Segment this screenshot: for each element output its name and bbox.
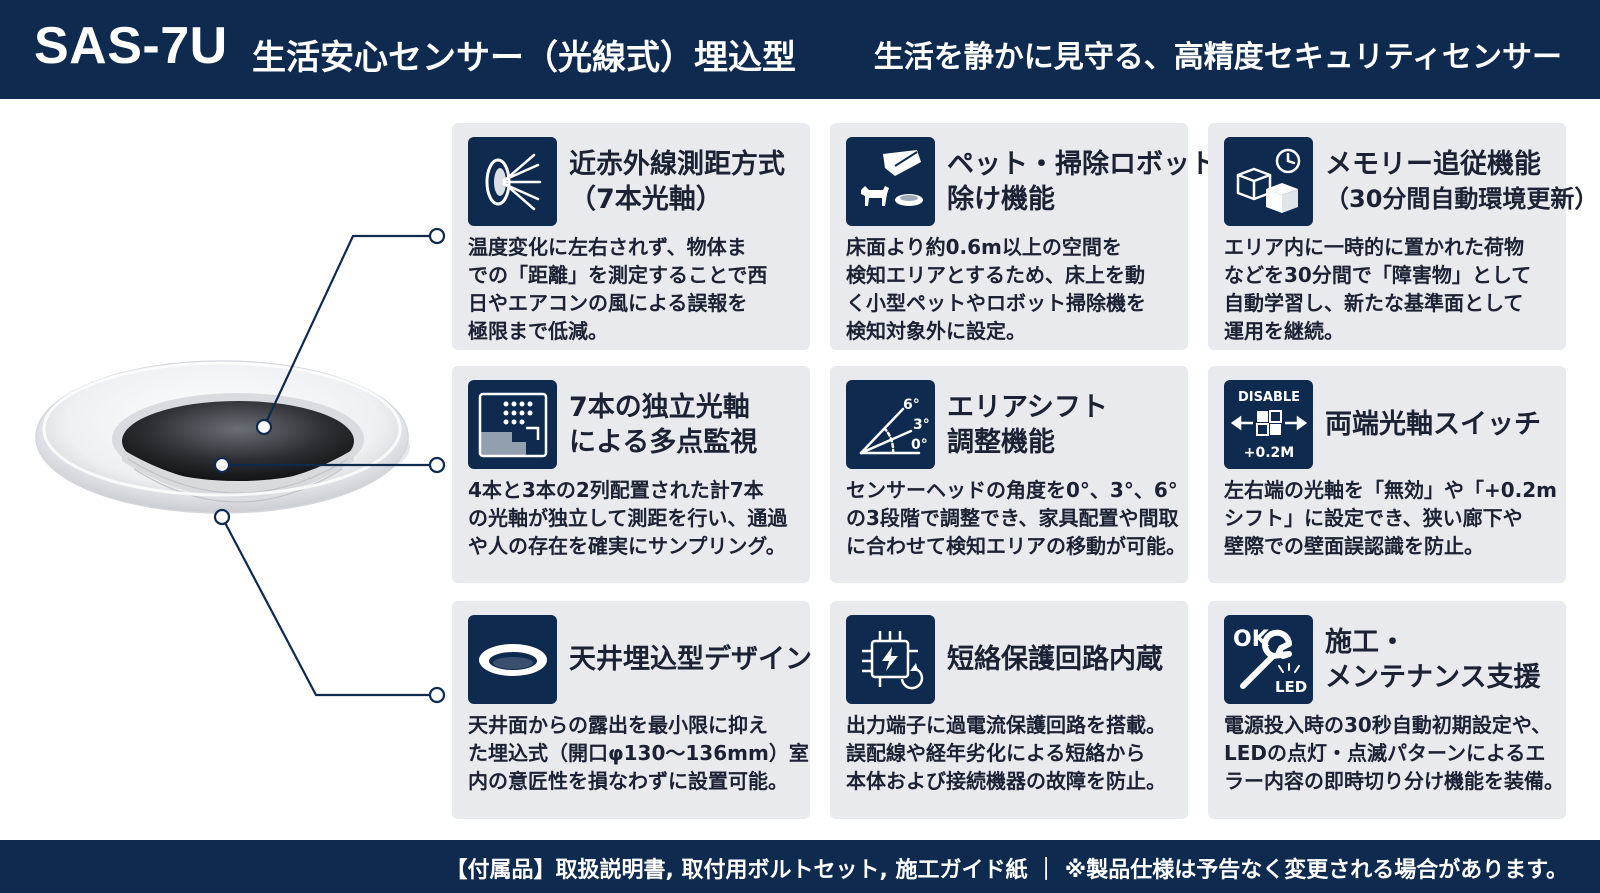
feature-card-area-shift: 6° 3° 0° エリアシフト 調整機能 センサーヘッドの角度を0°、3°、6°… (830, 366, 1188, 583)
feature-card-short-circuit: 短絡保護回路内蔵 出力端子に過電流保護回路を搭載。 誤配線や経年劣化による短絡か… (830, 601, 1188, 819)
svg-text:6°: 6° (903, 397, 920, 413)
sensor-image (35, 227, 446, 704)
svg-text:3°: 3° (913, 417, 929, 433)
svg-text:DISABLE: DISABLE (1237, 390, 1299, 405)
header-bar: SAS-7U 生活安心センサー（光線式）埋込型 生活を静かに見守る、高精度セキュ… (0, 0, 1600, 99)
pet-robot-icon (846, 137, 935, 226)
feature-card-ceiling-design: 天井埋込型デザイン 天井面からの露出を最小限に抑え た埋込式（開口φ130〜13… (452, 601, 812, 819)
feature-description: 出力端子に過電流保護回路を搭載。 誤配線や経年劣化による短絡から 本体および接続… (846, 713, 1166, 793)
feature-title: 7本の独立光軸 による多点監視 (569, 391, 758, 458)
feature-title: 近赤外線測距方式 （7本光軸） (569, 148, 785, 215)
feature-title: 施工・ メンテナンス支援 (1325, 626, 1541, 693)
feature-title: 両端光軸スイッチ (1325, 409, 1541, 440)
ceiling-ring-icon (468, 615, 557, 704)
feature-description: 床面より約0.6m以上の空間を 検知エリアとするため、床上を動 く小型ペットやロ… (846, 235, 1146, 343)
infrared-lens-icon (468, 137, 557, 226)
multipoint-grid-icon (468, 380, 557, 469)
footer-note: 【付属品】取扱説明書, 取付用ボルトセット, 施工ガイド紙 ｜ ※製品仕様は予告… (445, 858, 1568, 883)
feature-description: 天井面からの露出を最小限に抑え た埋込式（開口φ130〜136mm）室 内の意匠… (468, 713, 809, 793)
feature-description: 左右端の光軸を「無効」や「+0.2m シフト」に設定でき、狭い廊下や 壁際での壁… (1224, 478, 1558, 558)
feature-description: 温度変化に左右されず、物体ま での「距離」を測定することで西 日やエアコンの風に… (468, 235, 768, 343)
feature-description: エリア内に一時的に置かれた荷物 などを30分間で「障害物」として 自動学習し、新… (1224, 235, 1532, 343)
edge-switch-icon: DISABLE +0.2M (1224, 380, 1313, 469)
feature-card-memory: メモリー追従機能 （30分間自動環境更新） エリア内に一時的に置かれた荷物 など… (1208, 123, 1599, 350)
product-name: 生活安心センサー（光線式）埋込型 (252, 38, 796, 78)
feature-title: エリアシフト 調整機能 (947, 391, 1108, 458)
feature-card-infrared: 近赤外線測距方式 （7本光軸） 温度変化に左右されず、物体ま での「距離」を測定… (452, 123, 810, 350)
feature-description: センサーヘッドの角度を0°、3°、6° の3段階で調整でき、家具配置や間取 に合… (846, 478, 1186, 558)
feature-title: メモリー追従機能 （30分間自動環境更新） (1325, 148, 1599, 213)
ok-wrench-led-icon: OK LED (1224, 615, 1313, 704)
feature-card-maintenance: OK LED 施工・ メンテナンス支援 電源投入時の30秒自動初期設定や、 LE… (1208, 601, 1566, 819)
feature-title: ペット・掃除ロボット 除け機能 (947, 148, 1217, 215)
memory-box-clock-icon (1224, 137, 1313, 226)
tagline: 生活を静かに見守る、高精度セキュリティセンサー (873, 40, 1562, 75)
feature-description: 4本と3本の2列配置された計7本 の光軸が独立して測距を行い、通過 や人の存在を… (468, 478, 788, 558)
svg-text:0°: 0° (911, 437, 928, 453)
footer-bar: 【付属品】取扱説明書, 取付用ボルトセット, 施工ガイド紙 ｜ ※製品仕様は予告… (0, 840, 1600, 893)
svg-text:+0.2M: +0.2M (1243, 445, 1293, 461)
feature-card-multipoint: 7本の独立光軸 による多点監視 4本と3本の2列配置された計7本 の光軸が独立し… (452, 366, 810, 583)
feature-title: 天井埋込型デザイン (569, 644, 812, 675)
circuit-protection-icon (846, 615, 935, 704)
model-number: SAS-7U (34, 17, 228, 75)
feature-card-pet-robot: ペット・掃除ロボット 除け機能 床面より約0.6m以上の空間を 検知エリアとする… (830, 123, 1217, 350)
svg-text:LED: LED (1275, 678, 1307, 696)
feature-description: 電源投入時の30秒自動初期設定や、 LEDの点灯・点滅パターンによるエ ラー内容… (1224, 713, 1564, 793)
product-illustration (0, 99, 450, 840)
angle-shift-icon: 6° 3° 0° (846, 380, 935, 469)
feature-title: 短絡保護回路内蔵 (947, 644, 1163, 675)
feature-card-edge-switch: DISABLE +0.2M 両端光軸スイッチ 左右端の光軸を「無効」や「+0.2… (1208, 366, 1566, 583)
